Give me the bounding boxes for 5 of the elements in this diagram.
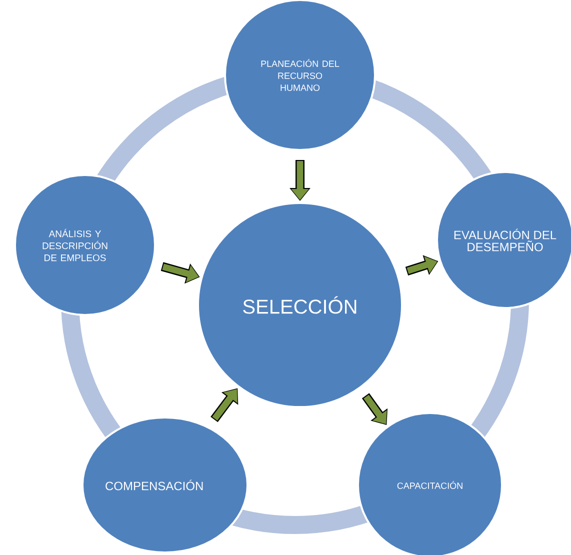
circle-node: CAPACITACIÓN [357,412,503,555]
circle-node: EVALUACIÓN DEL DESEMPEÑO [436,171,571,309]
circle-node: SELECCIÓN [197,202,403,408]
circle-node: COMPENSACIÓN [82,416,248,554]
circle-node: ANÁLISIS Y DESCRIPCIÓN DE EMPLEOS [14,174,156,316]
